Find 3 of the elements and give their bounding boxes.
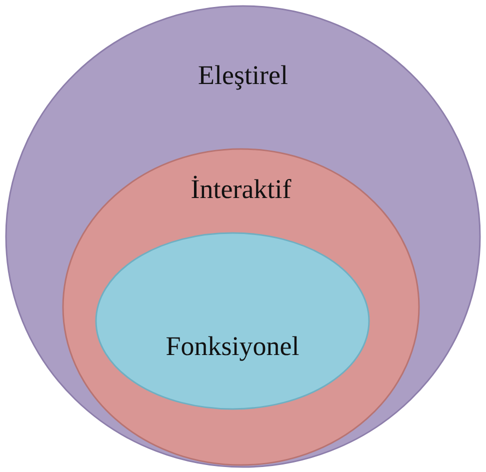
circle-label: İnteraktif [190, 175, 292, 205]
circle-label: Fonksiyonel [166, 332, 300, 362]
circle-label: Eleştirel [198, 61, 288, 91]
